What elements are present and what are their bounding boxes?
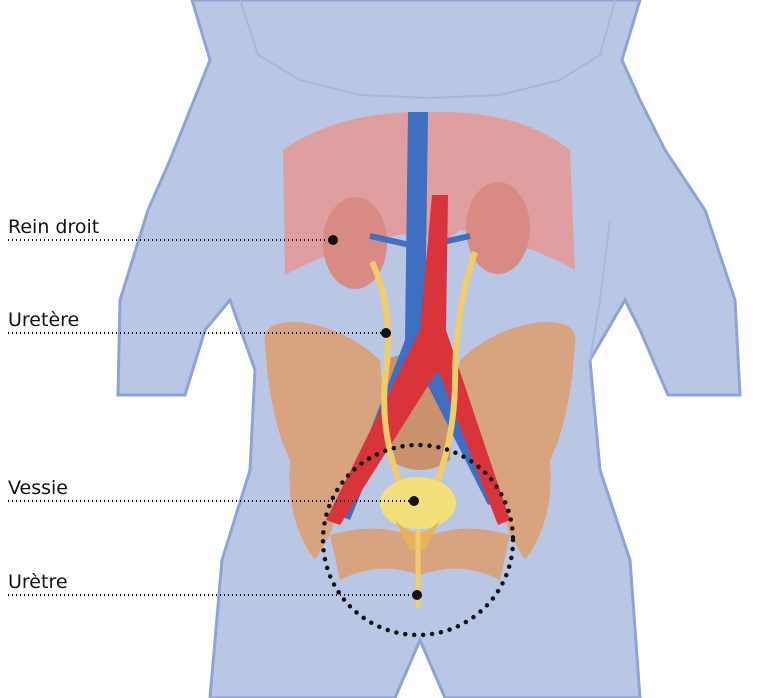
left-kidney [466,182,530,274]
marker-rein-droit [328,235,338,245]
marker-uretere [381,328,391,338]
marker-vessie [409,496,419,506]
label-uretere: Uretère [8,311,79,330]
label-uretre: Urètre [8,573,68,592]
label-rein-droit: Rein droit [8,218,99,237]
label-vessie: Vessie [8,479,68,498]
marker-uretre [412,590,422,600]
